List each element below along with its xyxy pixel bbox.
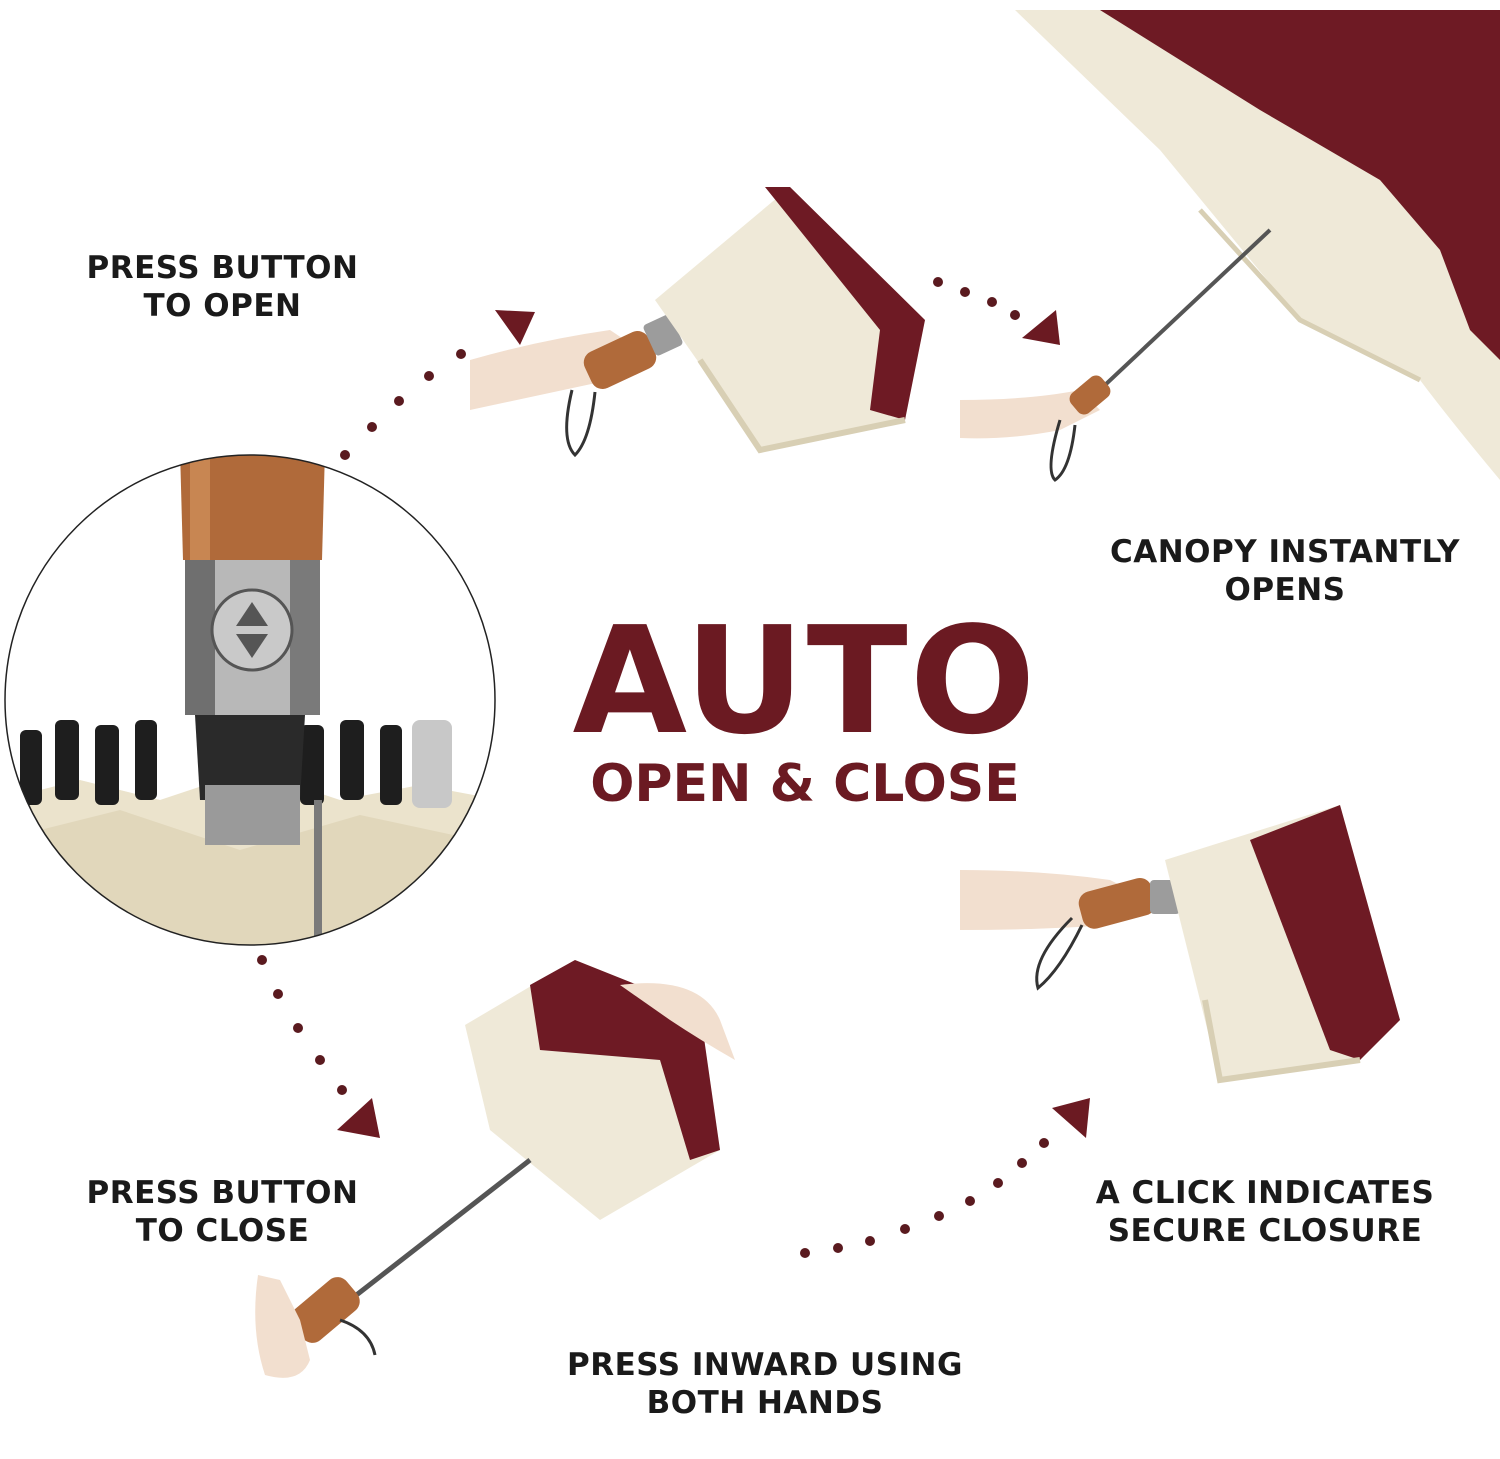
caption-line: A CLICK INDICATES	[1095, 1175, 1435, 1211]
closed-umbrella-secure	[960, 805, 1400, 1084]
dotted-path-top	[340, 349, 466, 460]
caption-line: PRESS BUTTON	[86, 250, 359, 286]
caption-line: CANOPY INSTANTLY	[1110, 534, 1460, 570]
dotted-path-left	[257, 955, 347, 1095]
folded-umbrella-open-step	[470, 187, 925, 458]
open-umbrella	[960, 10, 1500, 482]
closeup-frame	[4, 454, 496, 946]
dotted-path-bottom	[800, 1138, 1049, 1258]
caption-line: SECURE CLOSURE	[1107, 1213, 1423, 1249]
dotted-path-upper-right	[933, 277, 1020, 320]
caption-line: OPENS	[1224, 572, 1346, 608]
caption-line: TO OPEN	[143, 288, 302, 324]
caption-line: TO CLOSE	[135, 1213, 310, 1249]
handle-closeup	[5, 455, 495, 945]
arrow-down-icon	[337, 1098, 380, 1138]
caption-click-secure: A CLICK INDICATES SECURE CLOSURE	[1070, 1174, 1460, 1250]
arrow-right-icon	[495, 310, 535, 345]
arrow-right-icon	[1022, 310, 1060, 345]
umbrella-press-inward	[255, 960, 735, 1378]
caption-press-inward: PRESS INWARD USING BOTH HANDS	[545, 1346, 985, 1422]
caption-line: PRESS INWARD USING	[567, 1347, 963, 1383]
title-main: AUTO	[572, 595, 1038, 767]
caption-canopy-opens: CANOPY INSTANTLY OPENS	[1090, 533, 1480, 609]
caption-press-button-close: PRESS BUTTON TO CLOSE	[50, 1174, 395, 1250]
caption-line: PRESS BUTTON	[86, 1175, 359, 1211]
caption-press-button-open: PRESS BUTTON TO OPEN	[50, 249, 395, 325]
caption-line: BOTH HANDS	[646, 1385, 884, 1421]
arrow-up-icon	[1052, 1098, 1090, 1138]
title-sub: OPEN & CLOSE	[590, 754, 1020, 814]
